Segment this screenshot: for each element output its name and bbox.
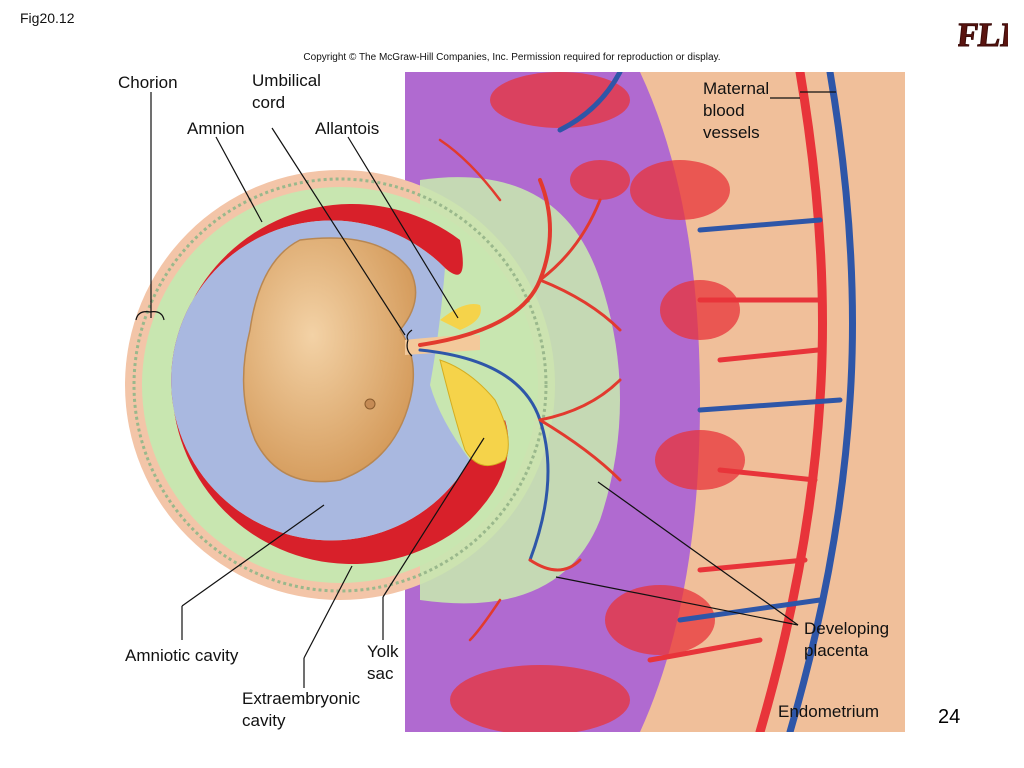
- embryo: [242, 237, 417, 483]
- label-extraembryonic-2: cavity: [242, 711, 286, 730]
- label-placenta-1: Developing: [804, 619, 890, 638]
- allantois: [440, 304, 481, 330]
- flex-logo: FLEX: [958, 17, 1008, 52]
- label-leader-lines: [135, 91, 836, 688]
- label-amnion: Amnion: [187, 119, 245, 138]
- yolk-sac: [439, 359, 509, 467]
- label-maternal-3: vessels: [703, 123, 760, 142]
- label-maternal-1: Maternal: [703, 79, 770, 98]
- label-extraembryonic-1: Extraembryonic: [242, 689, 361, 708]
- page-number: 24: [938, 706, 961, 728]
- label-umbilical-cord-2: cord: [252, 93, 286, 112]
- chorion-membrane: [132, 177, 548, 593]
- fetal-vessels: [418, 138, 622, 642]
- flex-logo-text: FLEX: [958, 17, 1008, 52]
- label-maternal-2: blood: [703, 101, 745, 120]
- label-yolk-2: sac: [367, 664, 394, 683]
- copyright-notice: Copyright © The McGraw-Hill Companies, I…: [303, 52, 721, 63]
- label-chorion: Chorion: [118, 73, 178, 92]
- label-placenta-2: placenta: [804, 641, 869, 660]
- label-amniotic-cavity: Amniotic cavity: [125, 646, 239, 665]
- embryo-eye: [364, 398, 376, 410]
- figure-id: Fig20.12: [20, 10, 75, 26]
- label-allantois: Allantois: [315, 119, 380, 138]
- placenta-blood-spaces: [450, 72, 745, 732]
- label-umbilical-cord-1: Umbilical: [252, 71, 321, 90]
- maternal-blood-vessels: [557, 72, 856, 732]
- label-yolk-1: Yolk: [367, 642, 399, 661]
- label-endometrium: Endometrium: [778, 702, 880, 721]
